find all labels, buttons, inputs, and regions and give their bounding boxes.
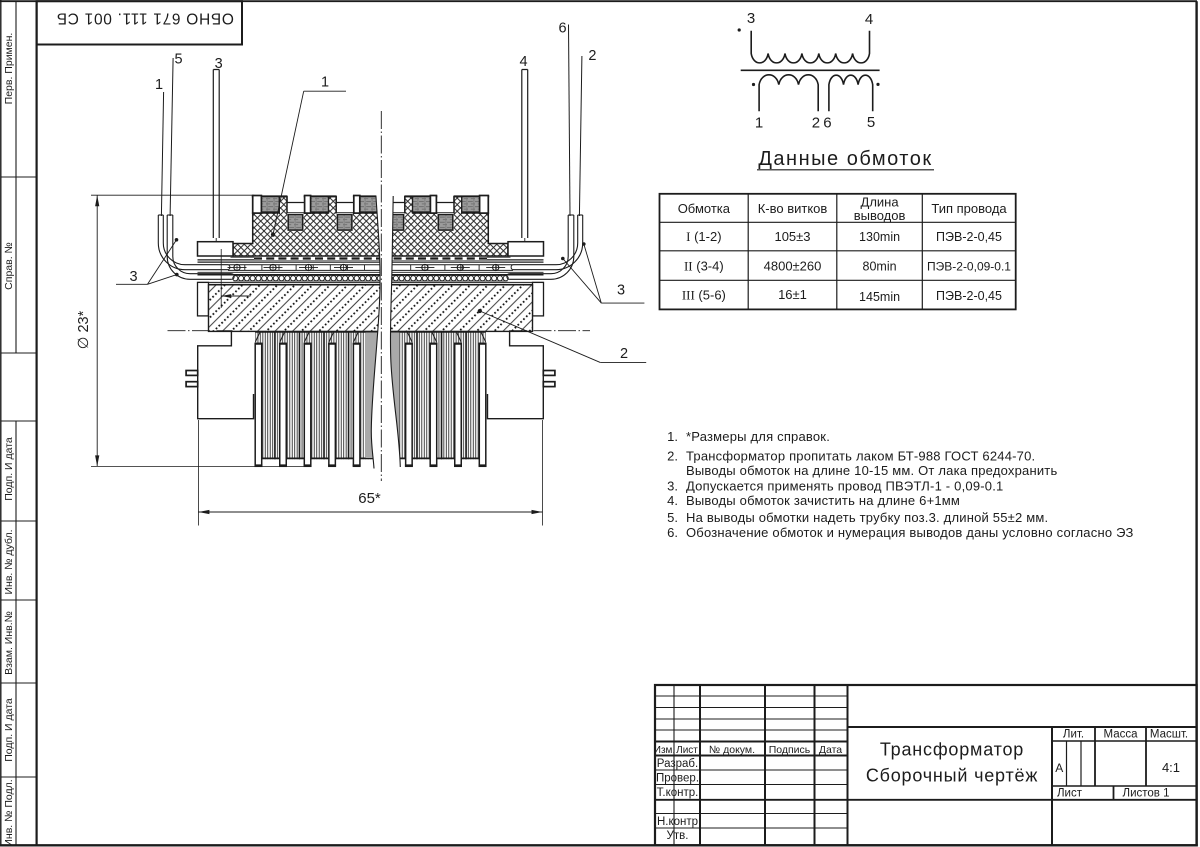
svg-text:Разраб.: Разраб.: [657, 758, 698, 770]
svg-text:Подп. И дата: Подп. И дата: [3, 437, 15, 501]
svg-text:2: 2: [588, 48, 596, 64]
svg-text:3: 3: [215, 56, 223, 72]
svg-text:130min: 130min: [859, 230, 900, 244]
svg-text:1.: 1.: [667, 429, 678, 444]
svg-text:ОБНО 671 111. 001 СБ: ОБНО 671 111. 001 СБ: [56, 9, 234, 26]
svg-text:4.: 4.: [667, 493, 678, 508]
svg-text:5.: 5.: [667, 510, 678, 525]
svg-text:4800±260: 4800±260: [764, 259, 822, 274]
svg-text:Справ. №: Справ. №: [3, 242, 15, 290]
svg-text:Дата: Дата: [819, 744, 842, 756]
svg-text:III (5-6): III (5-6): [682, 288, 726, 303]
svg-text:4:1: 4:1: [1162, 760, 1180, 775]
svg-text:Трансформатор пропитать лаком: Трансформатор пропитать лаком БТ-988 ГОС…: [686, 448, 1035, 463]
svg-text:А: А: [1055, 761, 1063, 775]
svg-text:На выводы обмотки надеть трубк: На выводы обмотки надеть трубку поз.3. д…: [686, 510, 1048, 525]
svg-text:Провер.: Провер.: [656, 773, 699, 785]
svg-text:Масшт.: Масшт.: [1150, 729, 1188, 741]
svg-text:Н.контр: Н.контр: [657, 816, 698, 828]
svg-text:II (3-4): II (3-4): [684, 259, 724, 274]
svg-text:Выводы обмоток на длине 10-15: Выводы обмоток на длине 10-15 мм. От лак…: [686, 463, 1057, 478]
svg-text:2: 2: [620, 346, 628, 362]
svg-text:16±1: 16±1: [778, 287, 807, 302]
svg-text:2: 2: [812, 114, 820, 131]
svg-text:∅ 23*: ∅ 23*: [76, 310, 92, 349]
svg-text:ПЭВ-2-0,45: ПЭВ-2-0,45: [936, 289, 1002, 303]
svg-text:6: 6: [823, 114, 831, 131]
svg-text:Лит.: Лит.: [1063, 729, 1084, 741]
svg-text:К-во витков: К-во витков: [758, 201, 828, 216]
svg-text:1: 1: [321, 75, 329, 91]
svg-text:5: 5: [174, 52, 182, 68]
svg-text:Тип провода: Тип провода: [931, 201, 1007, 216]
svg-text:4: 4: [519, 54, 527, 70]
svg-text:Подп. И дата: Подп. И дата: [3, 698, 15, 762]
svg-text:Обозначение обмоток и нумераци: Обозначение обмоток и нумерация выводов …: [686, 525, 1134, 540]
svg-text:Инв. № Подл.: Инв. № Подл.: [3, 779, 15, 846]
svg-text:3: 3: [617, 282, 625, 298]
svg-text:3.: 3.: [667, 478, 678, 493]
svg-text:№ докум.: № докум.: [709, 744, 755, 756]
svg-text:1: 1: [155, 77, 163, 93]
svg-text:Инв. № дубл.: Инв. № дубл.: [3, 529, 15, 594]
svg-text:80min: 80min: [863, 260, 897, 274]
svg-text:Сборочный чертёж: Сборочный чертёж: [866, 766, 1038, 786]
svg-text:Утв.: Утв.: [667, 830, 689, 842]
svg-text:ПЭВ-2-0,09-0.1: ПЭВ-2-0,09-0.1: [927, 260, 1011, 274]
svg-text:Лист: Лист: [1057, 788, 1083, 800]
svg-text:4: 4: [865, 11, 873, 28]
svg-text:Данные обмоток: Данные обмоток: [758, 148, 932, 170]
svg-text:Масса: Масса: [1103, 729, 1138, 741]
svg-text:3: 3: [129, 269, 137, 285]
svg-text:6.: 6.: [667, 525, 678, 540]
svg-text:*Размеры для справок.: *Размеры для справок.: [686, 429, 830, 444]
svg-text:3: 3: [747, 10, 755, 27]
svg-text:Взам. Инв.№: Взам. Инв.№: [3, 611, 15, 675]
svg-text:Обмотка: Обмотка: [678, 201, 731, 216]
svg-text:2.: 2.: [667, 448, 678, 463]
svg-text:Листов 1: Листов 1: [1123, 788, 1170, 800]
svg-text:ПЭВ-2-0,45: ПЭВ-2-0,45: [936, 230, 1002, 244]
svg-text:145min: 145min: [859, 290, 900, 304]
svg-text:Трансформатор: Трансформатор: [880, 740, 1024, 760]
svg-text:105±3: 105±3: [774, 229, 810, 244]
svg-text:Т.контр.: Т.контр.: [657, 787, 699, 799]
svg-text:Подпись: Подпись: [769, 744, 811, 756]
svg-text:Допускается применять провод П: Допускается применять провод ПВЭТЛ-1 - 0…: [686, 478, 1003, 493]
svg-text:65*: 65*: [358, 490, 381, 507]
svg-text:Перв. Примен.: Перв. Примен.: [3, 33, 15, 105]
svg-text:5: 5: [867, 114, 875, 131]
svg-text:Лист: Лист: [676, 745, 698, 756]
svg-text:Изм.: Изм.: [654, 745, 675, 756]
svg-text:Длина: Длина: [861, 195, 900, 210]
svg-text:I (1-2): I (1-2): [686, 229, 721, 244]
svg-text:1: 1: [755, 114, 763, 131]
svg-text:6: 6: [559, 20, 567, 36]
svg-text:Выводы обмоток зачистить на дл: Выводы обмоток зачистить на длине 6+1мм: [686, 493, 960, 508]
svg-text:выводов: выводов: [854, 208, 906, 223]
